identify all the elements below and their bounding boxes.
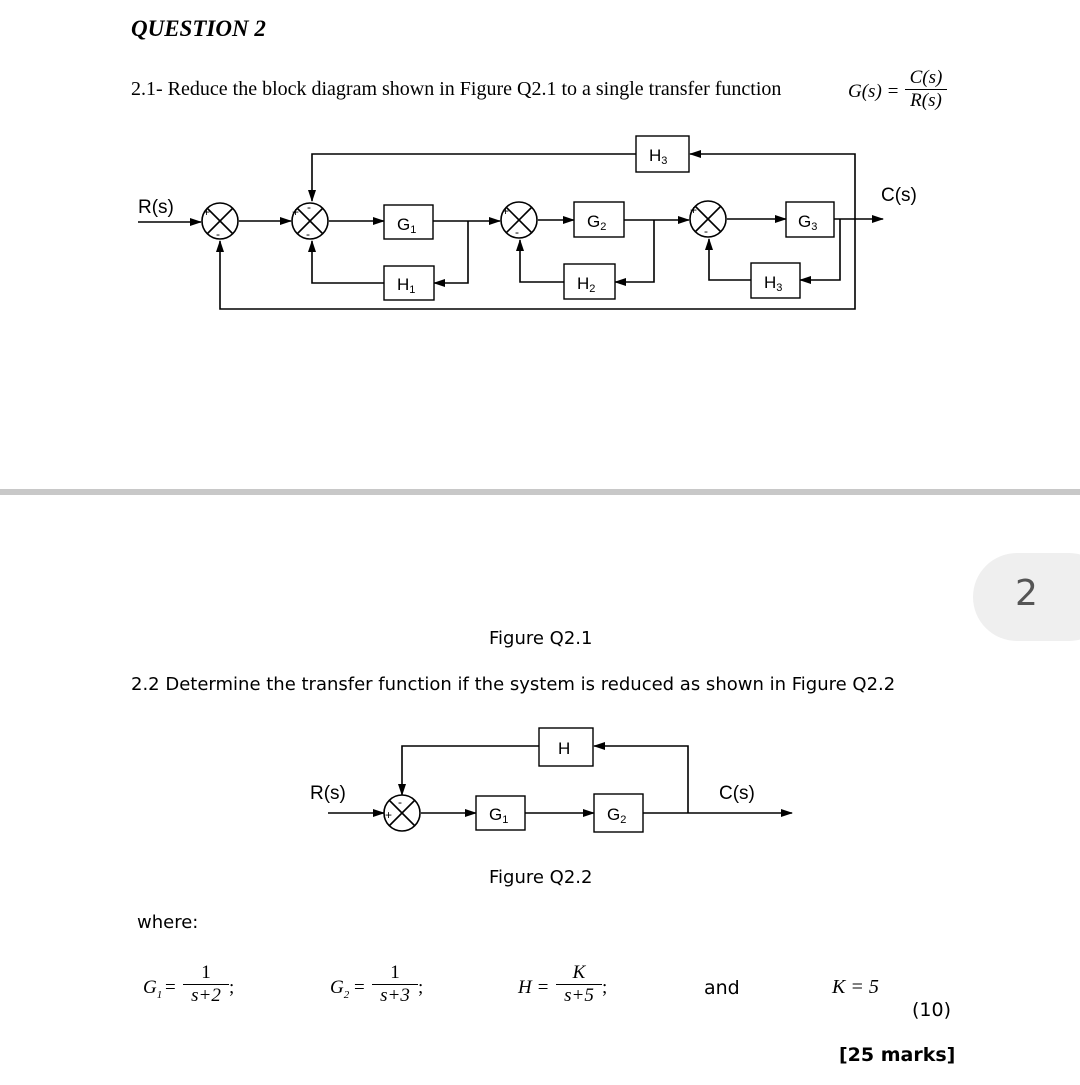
figure1-input-label: R(s) xyxy=(138,197,174,218)
fig2-wire-h-s xyxy=(398,745,539,796)
summing-junction-4 xyxy=(689,200,727,238)
fig2-label-h: H xyxy=(558,739,570,758)
sign-s2-plus: + xyxy=(292,205,299,219)
label-h2: H2 xyxy=(577,274,595,295)
block-g2 xyxy=(573,201,625,238)
figure2-input-label: R(s) xyxy=(310,783,346,804)
figure-q2-2-diagram: H G1 G2 R(s) C(s) + - xyxy=(310,727,793,833)
wire-h2-s3 xyxy=(516,239,564,283)
figure-q2-1-caption: Figure Q2.1 xyxy=(489,628,593,649)
block-g1 xyxy=(383,204,434,240)
figure2-output-label: C(s) xyxy=(719,783,755,804)
transfer-function-lhs: G(s) = xyxy=(848,81,900,102)
label-g1: G1 xyxy=(397,215,416,236)
part-marks: (10) xyxy=(912,999,952,1021)
page-number-badge: 2 xyxy=(973,553,1080,641)
question-title: QUESTION 2 xyxy=(131,16,266,41)
sign-s1-plus: + xyxy=(203,205,210,219)
label-h1: H1 xyxy=(397,275,415,296)
fraction-denominator: R(s) xyxy=(910,90,942,111)
and-word: and xyxy=(704,977,740,999)
transfer-function-fraction: C(s) R(s) xyxy=(905,67,947,112)
sign-s4-minus: - xyxy=(704,224,708,238)
summing-junction-2 xyxy=(291,202,329,240)
wire-h3-top-s2 xyxy=(308,153,636,202)
fig2-summing-junction xyxy=(383,794,421,832)
wire-to-h3-bottom xyxy=(799,219,841,284)
block-g3 xyxy=(785,201,835,238)
sign-s2-minus-bottom: - xyxy=(306,227,310,241)
sign-s1-minus: - xyxy=(216,227,220,241)
wire-h1-s2 xyxy=(308,240,384,284)
figure1-output-label: C(s) xyxy=(881,185,917,206)
label-h3-bottom: H3 xyxy=(764,273,782,294)
sign-s2-minus-top: - xyxy=(307,200,311,214)
fig2-label-g2: G2 xyxy=(607,805,626,826)
block-h3-bottom xyxy=(750,262,801,299)
summing-junction-1 xyxy=(201,202,239,240)
figure-q2-2-caption: Figure Q2.2 xyxy=(489,867,593,888)
label-g3: G3 xyxy=(798,212,817,233)
sign-s3-minus: - xyxy=(515,225,519,239)
fig2-sign-plus: + xyxy=(385,808,392,822)
block-h3-top xyxy=(635,135,690,173)
wire-to-h3-top xyxy=(689,150,856,219)
block-h1 xyxy=(383,265,435,301)
block-h2 xyxy=(563,263,616,300)
total-marks: [25 marks] xyxy=(839,1044,956,1066)
fraction-numerator: C(s) xyxy=(905,67,947,90)
fig2-block-g1 xyxy=(475,795,526,831)
summing-junction-3 xyxy=(500,201,538,239)
wire-to-h2 xyxy=(614,220,655,286)
where-label: where: xyxy=(137,912,199,933)
fig2-block-h xyxy=(538,727,594,767)
wire-h3-s4 xyxy=(705,238,751,281)
fig2-block-g2 xyxy=(593,793,644,833)
sign-s3-plus: + xyxy=(502,204,509,218)
label-g2: G2 xyxy=(587,212,606,233)
question-2-1-text: 2.1- Reduce the block diagram shown in F… xyxy=(131,78,782,100)
wire-unity-feedback xyxy=(216,219,856,310)
fig2-label-g1: G1 xyxy=(489,805,508,826)
wire-to-h1 xyxy=(433,221,469,287)
question-2-2-text: 2.2 Determine the transfer function if t… xyxy=(131,674,896,695)
fig2-sign-minus: - xyxy=(398,795,402,809)
figure-q2-1-diagram: G1 G2 G3 H1 H2 H3 H3 R(s) C(s) + - + - -… xyxy=(138,135,917,310)
sign-s4-plus: + xyxy=(690,203,697,217)
label-h3-top: H3 xyxy=(649,146,667,167)
page-divider xyxy=(0,489,1080,495)
fig2-wire-to-h xyxy=(593,742,689,813)
k-value: K = 5 xyxy=(832,976,879,998)
